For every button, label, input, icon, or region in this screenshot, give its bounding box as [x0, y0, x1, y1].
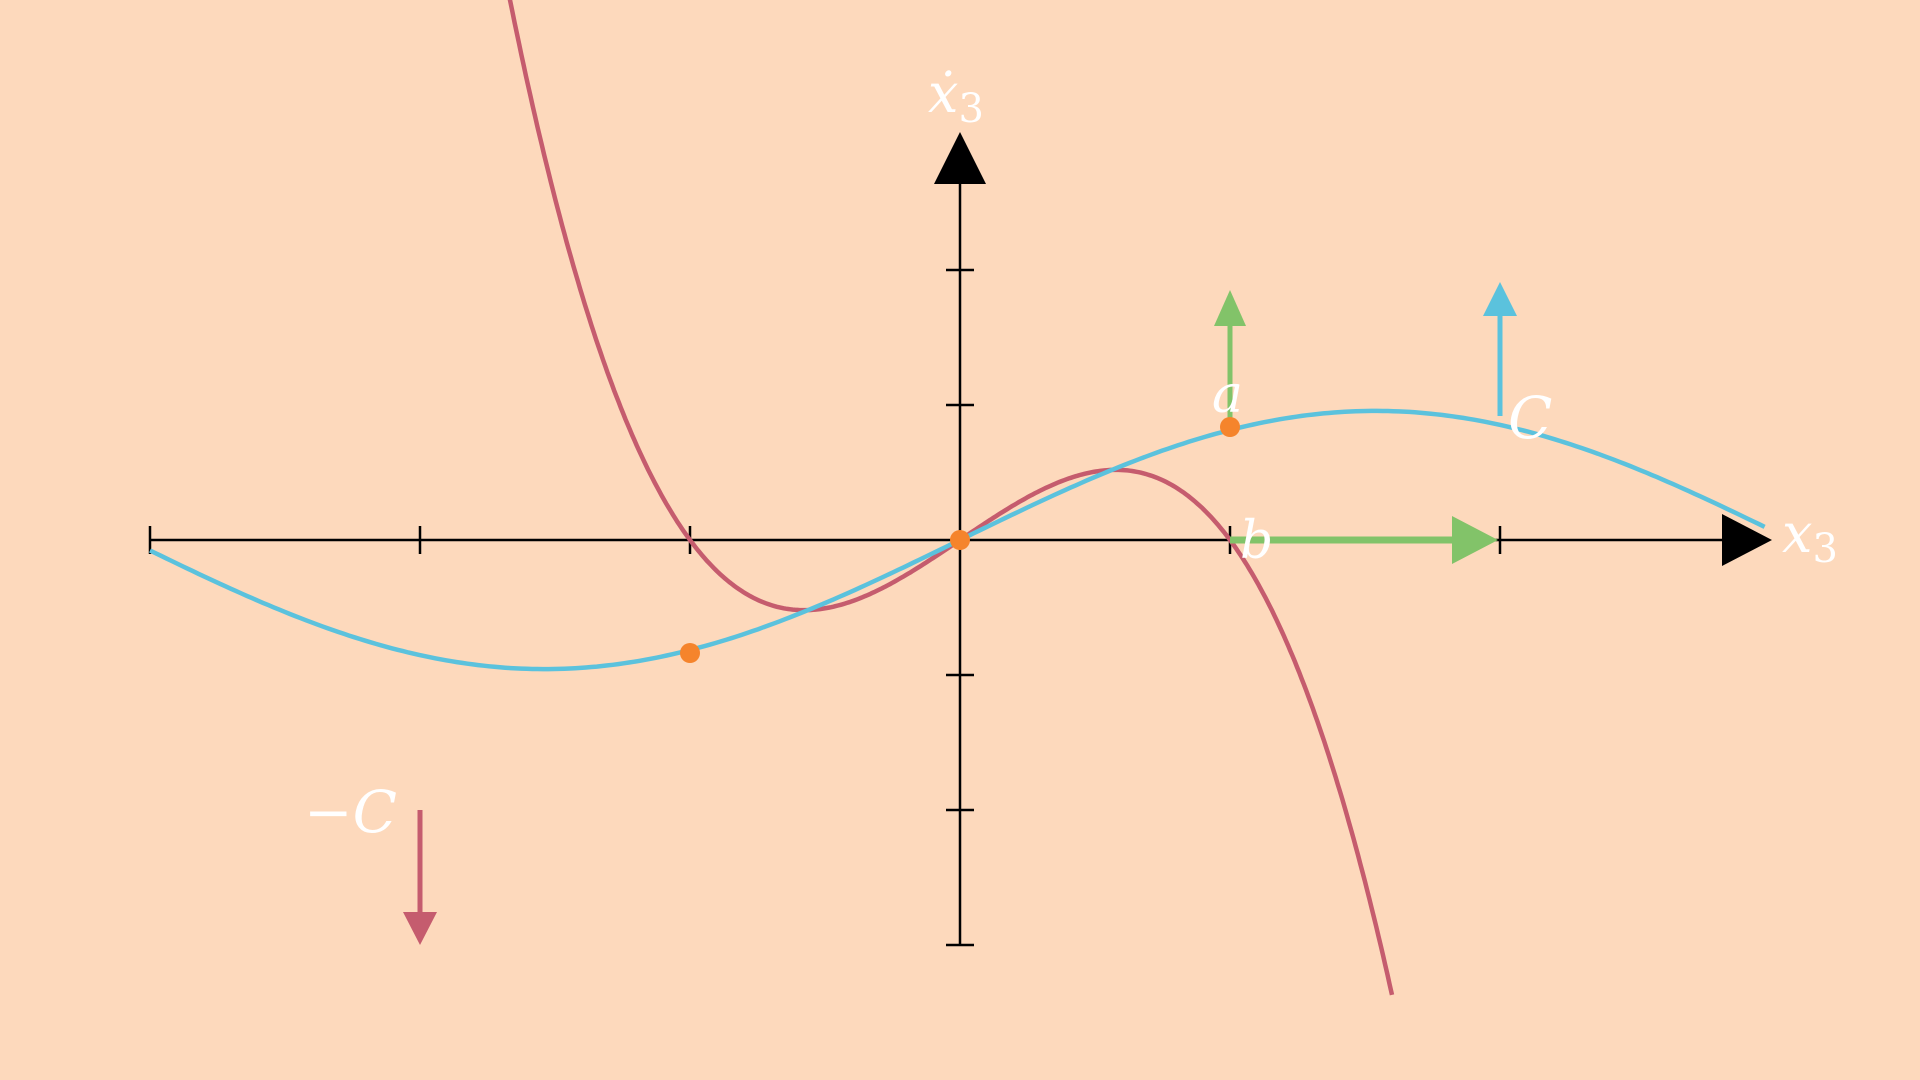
- axis-ticks: [148, 268, 1502, 947]
- x-axis-arrowhead: [1722, 514, 1772, 566]
- point-origin: [950, 530, 970, 550]
- label-b: b: [1240, 511, 1273, 571]
- arrow-C-up: [1483, 282, 1517, 416]
- y-axis-label: ẋ3: [928, 62, 984, 132]
- arrow-a-up: [1214, 290, 1246, 420]
- cubic-curve: [507, 0, 1395, 996]
- arrow-b-right: [1230, 516, 1498, 564]
- y-axis-arrowhead: [934, 132, 986, 184]
- point-a: [1220, 417, 1240, 437]
- x-axis-label: x3: [1782, 502, 1838, 572]
- label-C: C: [1508, 384, 1552, 452]
- arrow-negC-down: [403, 810, 437, 945]
- label-a: a: [1212, 365, 1243, 425]
- point-neg-a: [680, 643, 700, 663]
- label-neg-C: −C: [304, 778, 397, 846]
